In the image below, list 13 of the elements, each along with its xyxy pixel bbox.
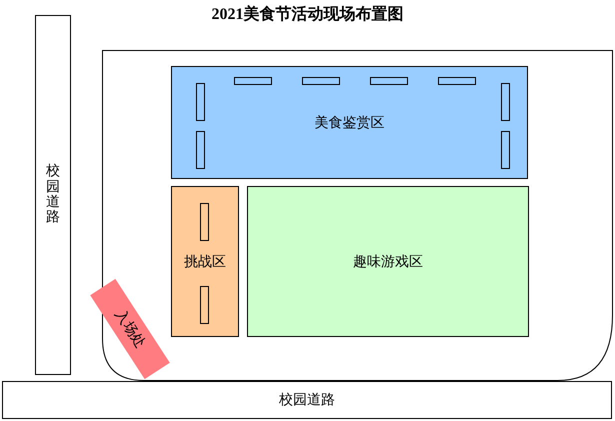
zone-box [171,186,239,337]
zone-label: 校园道路 [279,391,335,409]
diagram-title: 2021美食节活动现场布置图 [210,4,404,25]
zone-box [171,66,528,179]
venue-outline [102,50,613,381]
zone-label: 入场处 [111,306,149,352]
zone-box [247,186,529,337]
road-box [2,381,612,419]
zone-label: 挑战区 [184,252,226,270]
road-box [35,15,71,375]
zone-label: 趣味游戏区 [353,252,423,270]
zone-label: 校园道路 [46,164,60,226]
zone-label: 美食鉴赏区 [314,114,384,132]
